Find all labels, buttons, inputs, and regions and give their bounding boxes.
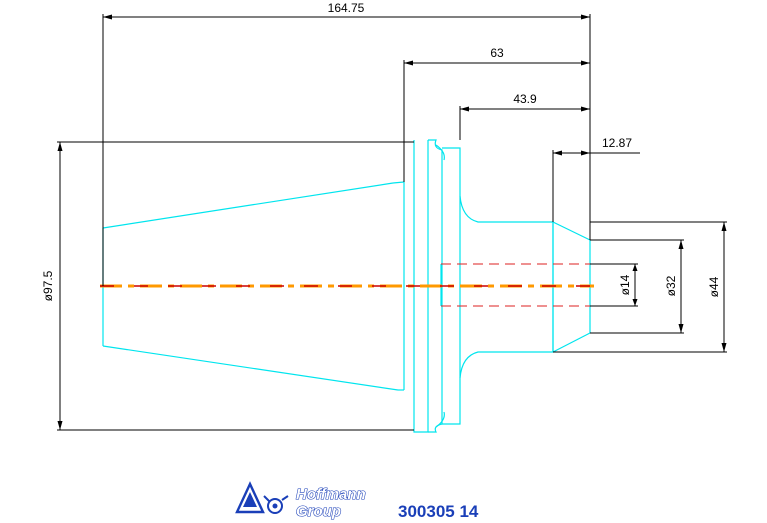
hidden-lines — [441, 263, 590, 307]
dim-overall-length: 164.75 — [328, 1, 365, 15]
part-number: 300305 14 — [398, 502, 479, 521]
taper-inner-line — [392, 181, 405, 184]
taper-top-edge — [102, 182, 394, 229]
dim-neck-length: 43.9 — [513, 92, 537, 106]
dim-collar-diameter: ø44 — [707, 276, 721, 297]
dim-end-length: 12.87 — [602, 136, 632, 150]
groove-detail — [435, 144, 445, 428]
dim-shank-length: 63 — [490, 46, 504, 60]
shank-chamfer-top — [552, 221, 591, 241]
dim-taper-diameter: ø97.5 — [41, 270, 55, 301]
dimension-lines — [57, 14, 727, 431]
shank-chamfer-bottom — [552, 332, 591, 353]
dim-bore-diameter: ø14 — [618, 274, 632, 295]
arrowheads — [57, 14, 727, 430]
taper-bottom-edge — [102, 345, 399, 391]
dim-shank-diameter: ø32 — [664, 275, 678, 296]
logo-line-2: Group — [296, 503, 341, 520]
hoffmann-logo-icon — [235, 481, 289, 514]
logo-line-1: Hoffmann — [296, 486, 366, 503]
